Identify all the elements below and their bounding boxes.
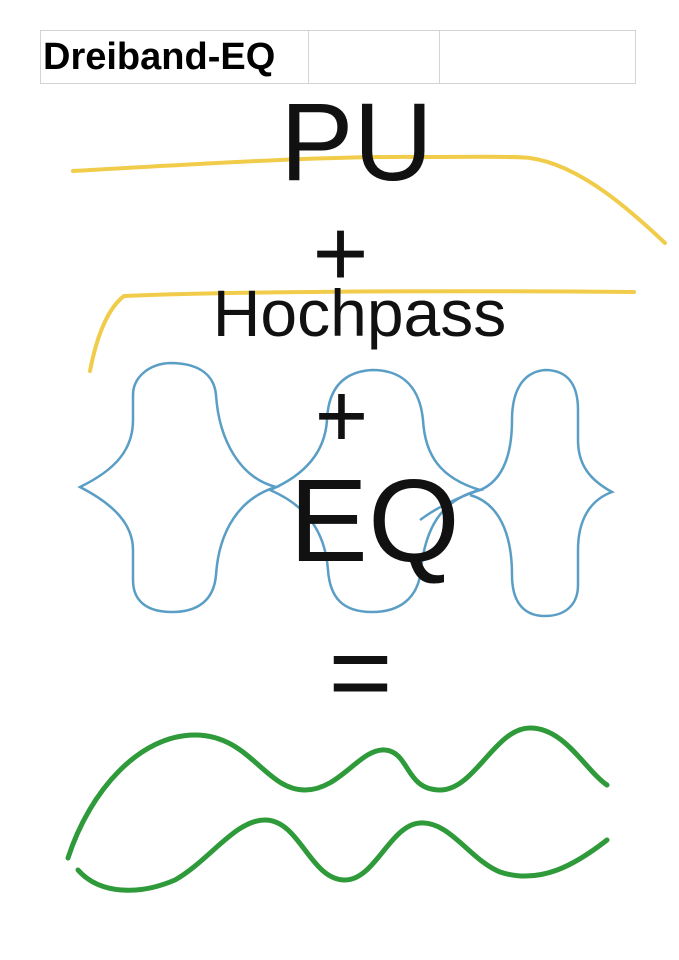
empty-cell-2 <box>439 30 636 84</box>
plus-sign-2: + <box>314 365 369 467</box>
green-curve-top <box>65 725 610 861</box>
empty-cell-1 <box>308 30 440 84</box>
yellow-stroke-top <box>71 154 667 245</box>
page-title: Dreiband-EQ <box>40 30 309 84</box>
label-hochpass: Hochpass <box>212 276 507 350</box>
green-curve-bottom <box>75 817 610 893</box>
label-pu: PU <box>280 81 433 204</box>
label-eq: EQ <box>289 455 460 587</box>
title-table: Dreiband-EQ <box>40 30 636 84</box>
yellow-stroke-bottom <box>88 289 636 373</box>
blue-band-3 <box>419 368 616 618</box>
equals-sign: = <box>328 611 393 734</box>
plus-sign-1: + <box>312 200 369 307</box>
